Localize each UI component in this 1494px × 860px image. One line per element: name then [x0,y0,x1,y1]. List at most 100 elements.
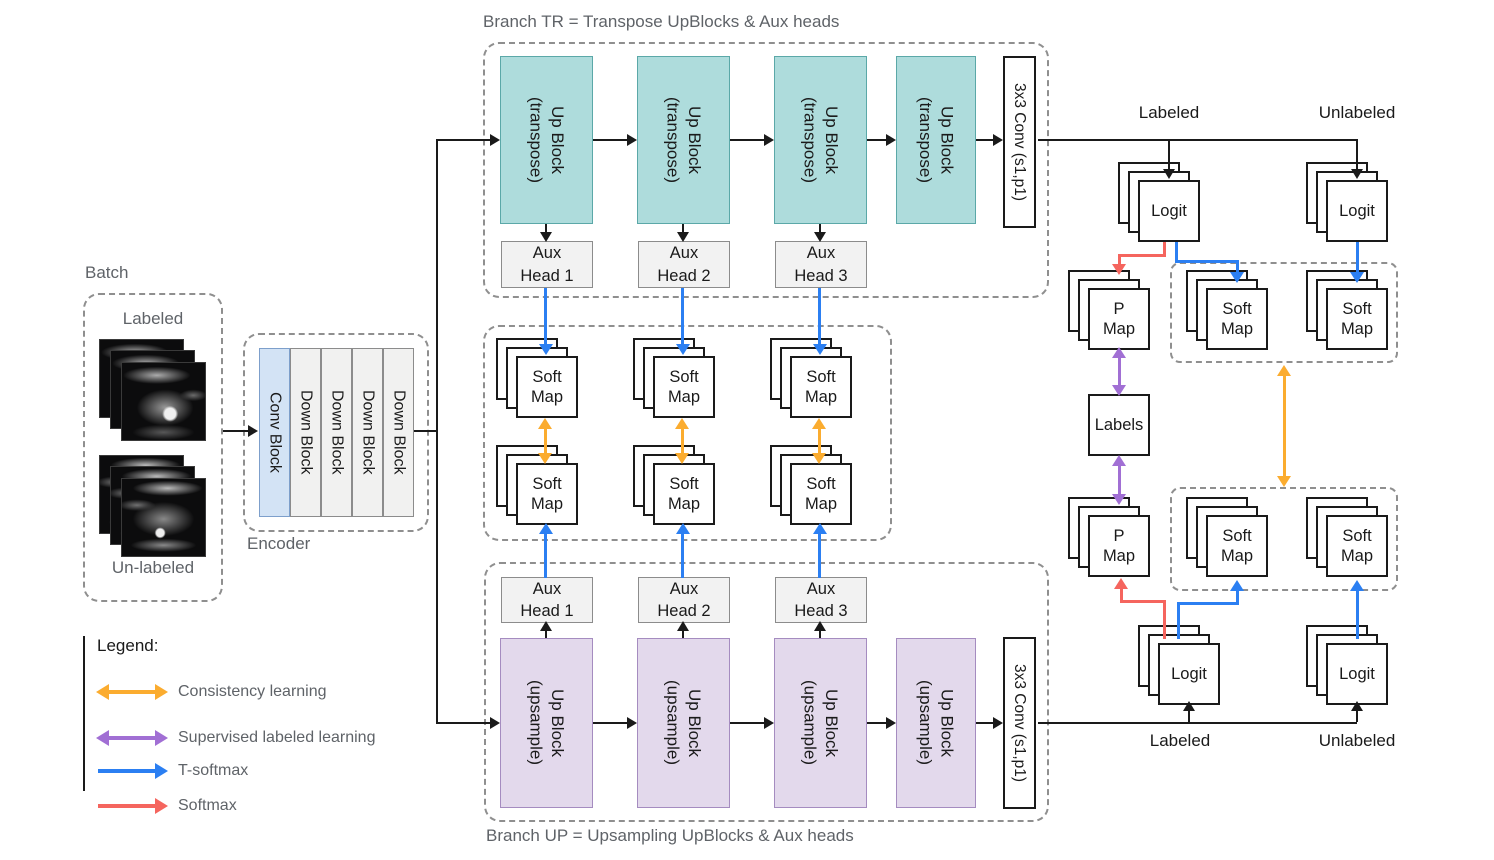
t-softmax-arrow-line [544,533,547,578]
soft-map-front: Soft Map [1326,515,1388,577]
arrowhead [1277,476,1291,487]
arrowhead [1112,385,1126,396]
branch-tr-title: Branch TR = Transpose UpBlocks & Aux hea… [483,12,840,31]
supervised-arrow-line [1118,357,1121,386]
arrowhead [764,717,774,729]
arrowhead [1230,272,1244,283]
arrowhead [886,717,896,729]
arrowhead [490,134,500,146]
arrowhead [675,418,689,429]
soft-map-front: Soft Map [653,463,715,525]
legend-supervised-arrow [109,736,155,740]
arrowhead [96,684,109,700]
soft-map-stack-right-bottom-2: Soft Map [1306,497,1388,577]
batch-container [83,293,223,602]
down-block-3: Down Block [352,348,383,517]
up-block-upsample-3: Up Block (upsample) [774,638,867,808]
legend-softmax-arrow [98,804,155,808]
labeled-top-label: Labeled [1138,103,1200,122]
t-softmax-arrow-line [1356,590,1359,639]
arrowhead [1230,580,1244,591]
arrowhead [814,621,826,631]
p-map-front: P Map [1088,515,1150,577]
batch-to-encoder-arrow [223,430,249,432]
arrowhead [627,134,637,146]
consistency-arrow-line [818,428,821,454]
branch-tr-container [483,42,1049,298]
tr-output-line [1038,139,1358,141]
arrowhead [1112,347,1126,358]
soft-map-front: Soft Map [790,356,852,418]
arrowhead [627,717,637,729]
conv-block: Conv Block [259,348,290,517]
arrowhead [540,621,552,631]
arrowhead [993,134,1003,146]
softmax-arrow-line [1163,601,1166,639]
up-output-line [1038,722,1357,724]
soft-map-front: Soft Map [653,356,715,418]
flow-line [867,722,886,724]
t-softmax-arrow-line [1175,242,1178,262]
arrowhead [1183,701,1195,711]
softmax-arrow-line [1118,256,1121,265]
arrowhead [993,717,1003,729]
batch-labeled-label: Labeled [122,309,184,328]
legend-supervised-label: Supervised labeled learning [178,729,376,746]
soft-map-stack-tr-1: Soft Map [496,338,578,418]
flow-line [976,722,993,724]
logit-front: Logit [1158,643,1220,705]
mri-image-unlabeled-front [121,478,206,557]
soft-map-stack-tr-3: Soft Map [770,338,852,418]
arrowhead [813,523,827,534]
block-to-aux-line [682,630,684,638]
supervised-arrow-line [1118,465,1121,495]
right-bottom-softmap-container [1170,487,1398,591]
arrowhead [812,453,826,464]
flow-line [593,139,627,141]
labeled-bottom-label: Labeled [1149,731,1211,750]
arrowhead [155,763,168,779]
arrowhead [1112,455,1126,466]
soft-map-front: Soft Map [1326,288,1388,350]
arrowhead [676,523,690,534]
up-block-upsample-1: Up Block (upsample) [500,638,593,808]
t-softmax-arrow-line [1356,242,1359,273]
p-map-front: P Map [1088,288,1150,350]
arrowhead [1112,264,1126,275]
batch-unlabeled-label: Un-labeled [111,558,195,577]
legend-divider [83,636,85,791]
arrowhead [490,717,500,729]
arrowhead [1112,494,1126,505]
arrowhead [540,232,552,242]
softmax-arrow-line [1118,254,1166,257]
arrowhead [764,134,774,146]
mri-image-labeled-front [121,362,206,441]
t-softmax-arrow-line [1236,590,1239,603]
unlabeled-bottom-label: Unlabeled [1318,731,1396,750]
softmax-arrow-line [1163,242,1166,257]
t-softmax-arrow-line [818,288,821,345]
logit-stack-unlabeled-top: Logit [1306,162,1388,242]
arrowhead [677,232,689,242]
middle-softmap-container [483,325,892,541]
soft-map-stack-tr-2: Soft Map [633,338,715,418]
up-block-upsample-4: Up Block (upsample) [896,638,976,808]
conv-3x3-tr: 3x3 Conv (s1,p1) [1003,56,1036,228]
t-softmax-arrow-line [681,533,684,578]
soft-map-front: Soft Map [1206,515,1268,577]
arrowhead [677,621,689,631]
arrowhead [538,453,552,464]
flow-line [437,139,490,141]
arrowhead [1351,701,1363,711]
logit-drop-line [1168,141,1170,169]
encoder-title: Encoder [247,534,311,553]
aux-head-up-1: Aux Head 1 [501,577,593,623]
arrowhead [155,684,168,700]
logit-front: Logit [1326,643,1388,705]
arrowhead [814,232,826,242]
aux-head-up-3: Aux Head 3 [775,577,867,623]
arrowhead [675,453,689,464]
up-block-upsample-2: Up Block (upsample) [637,638,730,808]
logit-riser-line [1188,711,1190,722]
